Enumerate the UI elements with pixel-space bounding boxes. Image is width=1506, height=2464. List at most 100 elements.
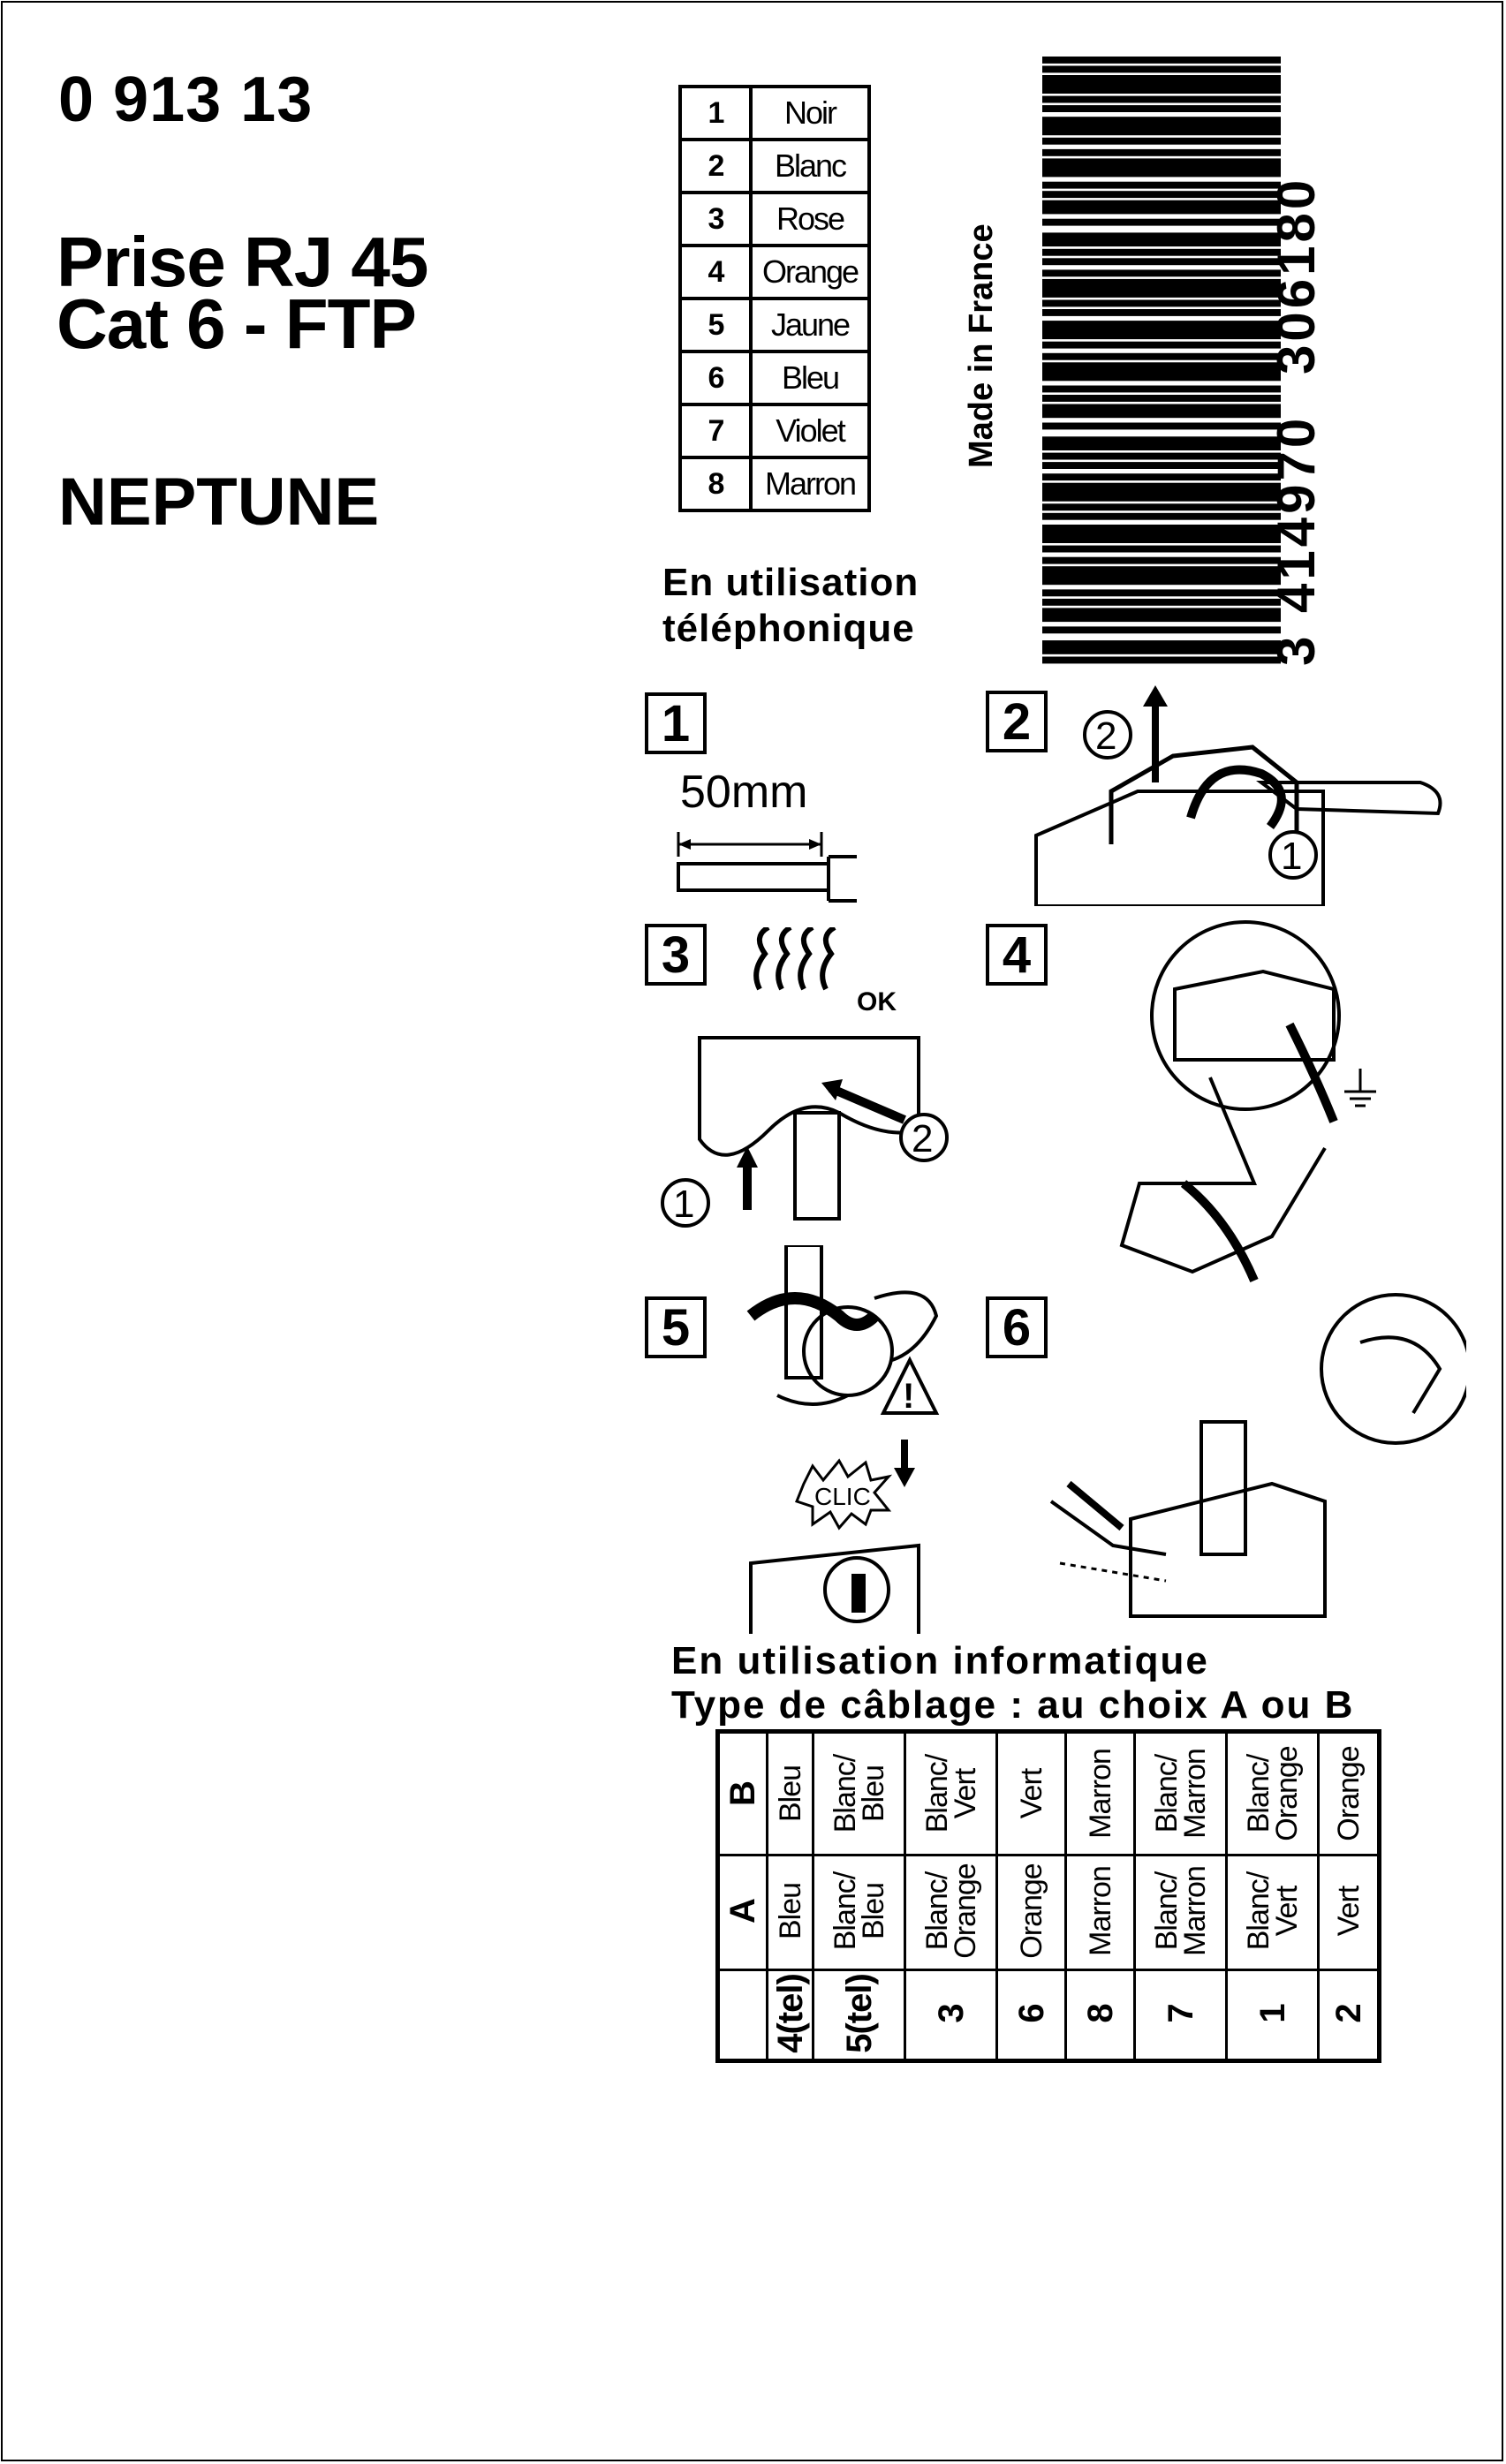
step-4-illustration bbox=[1119, 920, 1376, 1282]
cabling-cell-text: 6 bbox=[1011, 2004, 1051, 2023]
barcode-bar bbox=[1042, 248, 1281, 256]
cabling-cell: 4(tel) bbox=[766, 1969, 812, 2059]
barcode-bar bbox=[1042, 462, 1281, 469]
cabling-cell: Blanc/Marron bbox=[1133, 1854, 1225, 1969]
cabling-header-label: B bbox=[723, 1781, 762, 1806]
barcode-bar bbox=[1042, 512, 1281, 520]
phone-pin: 8 bbox=[678, 456, 753, 512]
cabling-cell-text: Blanc/Orange bbox=[1241, 1746, 1304, 1841]
cabling-cell-text: Blanc/Vert bbox=[919, 1754, 982, 1833]
cabling-cell-text: Bleu bbox=[773, 1882, 807, 1940]
clic-label: CLIC bbox=[814, 1483, 871, 1510]
barcode-bar bbox=[1042, 589, 1281, 597]
phone-color: Violet bbox=[749, 403, 871, 459]
info-caption-line-2: Type de câblage : au choix A ou B bbox=[671, 1683, 1355, 1727]
barcode-bar bbox=[1042, 65, 1281, 73]
barcode-bar bbox=[1042, 436, 1281, 450]
cabling-cell-text: Blanc/Bleu bbox=[828, 1871, 890, 1951]
cabling-cell: 8 bbox=[1064, 1969, 1133, 2059]
barcode-bar bbox=[1042, 598, 1281, 606]
step-6-number: 6 bbox=[986, 1296, 1048, 1358]
cabling-header-label: A bbox=[723, 1899, 762, 1924]
barcode-bar bbox=[1042, 626, 1281, 634]
phone-color: Bleu bbox=[749, 350, 871, 406]
barcode-bar bbox=[1042, 181, 1281, 189]
cabling-cell: Blanc/Vert bbox=[904, 1734, 995, 1854]
ok-label: OK bbox=[857, 987, 897, 1017]
cabling-cell-text: 1 bbox=[1252, 2004, 1292, 2023]
warning-icon: ! bbox=[903, 1377, 914, 1416]
phone-pin: 1 bbox=[678, 85, 753, 141]
product-title: Prise RJ 45 Cat 6 - FTP bbox=[57, 227, 428, 359]
barcode-bar bbox=[1042, 105, 1281, 112]
cabling-cell-text: Blanc/Marron bbox=[1149, 1866, 1212, 1956]
barcode-bar bbox=[1042, 269, 1281, 277]
barcode-bar bbox=[1042, 117, 1281, 136]
cabling-cell: Marron bbox=[1064, 1734, 1133, 1854]
cabling-row-header: A bbox=[720, 1854, 766, 1969]
cabling-row-header bbox=[720, 1969, 766, 2059]
barcode-bar bbox=[1042, 525, 1281, 543]
cabling-cell-text: 4(tel) bbox=[770, 1974, 810, 2053]
cabling-cell-text: Blanc/Marron bbox=[1149, 1749, 1212, 1839]
phone-color: Rose bbox=[749, 191, 871, 247]
cabling-cell: 3 bbox=[904, 1969, 995, 2059]
barcode-group-2: 306180 bbox=[1267, 177, 1325, 374]
barcode-first-digit: 3 bbox=[1267, 637, 1325, 666]
cabling-cell: Vert bbox=[1317, 1854, 1377, 1969]
cabling-cell-text: 8 bbox=[1080, 2004, 1120, 2023]
barcode-bar bbox=[1042, 452, 1281, 460]
phone-color: Marron bbox=[749, 456, 871, 512]
barcode-bar bbox=[1042, 95, 1281, 103]
cabling-cell-text: Bleu bbox=[773, 1765, 807, 1823]
cabling-cell-text: 3 bbox=[931, 2004, 971, 2023]
barcode-bar bbox=[1042, 309, 1281, 316]
barcode-bar bbox=[1042, 232, 1281, 247]
cabling-cell: Orange bbox=[1317, 1734, 1377, 1854]
barcode-bar bbox=[1042, 545, 1281, 553]
cabling-cell-text: Blanc/Bleu bbox=[828, 1754, 890, 1833]
cabling-cell: Blanc/Bleu bbox=[812, 1734, 904, 1854]
step-5-number: 5 bbox=[645, 1296, 707, 1358]
step-2-number: 2 bbox=[986, 691, 1048, 752]
barcode-bar bbox=[1042, 137, 1281, 145]
step-2-circle-1: 1 bbox=[1281, 835, 1302, 878]
cabling-cell-text: 7 bbox=[1161, 2004, 1200, 2023]
cabling-cell: 6 bbox=[995, 1969, 1064, 2059]
cabling-cell: Blanc/Vert bbox=[1225, 1854, 1317, 1969]
product-reference: 0 913 13 bbox=[58, 64, 314, 135]
phone-pin: 5 bbox=[678, 297, 753, 353]
step-3-illustration: OK 2 1 bbox=[661, 927, 949, 1228]
cabling-cell: 5(tel) bbox=[812, 1969, 904, 2059]
barcode-bar bbox=[1042, 422, 1281, 430]
barcode-bar bbox=[1042, 258, 1281, 266]
barcode-bar bbox=[1042, 656, 1281, 664]
phone-color: Blanc bbox=[749, 138, 871, 194]
cabling-cell-text: 5(tel) bbox=[839, 1974, 879, 2053]
phone-caption-line-1: En utilisation bbox=[662, 561, 919, 604]
step-2-illustration: 2 1 bbox=[1034, 685, 1442, 906]
cabling-cell: Vert bbox=[995, 1734, 1064, 1854]
barcode-bar bbox=[1042, 158, 1281, 178]
phone-caption-line-2: téléphonique bbox=[662, 607, 915, 650]
barcode-bar bbox=[1042, 640, 1281, 654]
barcode-bar bbox=[1042, 473, 1281, 481]
barcode-bar bbox=[1042, 191, 1281, 199]
barcode-group-1: 414970 bbox=[1267, 415, 1325, 613]
barcode-bar bbox=[1042, 395, 1281, 402]
barcode-bar bbox=[1042, 148, 1281, 156]
phone-color: Orange bbox=[749, 244, 871, 300]
barcode-bar bbox=[1042, 218, 1281, 226]
step-5-illustration: ! CLIC bbox=[746, 1245, 940, 1634]
cabling-cell: Bleu bbox=[766, 1734, 812, 1854]
cabling-cell: Bleu bbox=[766, 1854, 812, 1969]
cabling-cell-text: Orange bbox=[1331, 1746, 1366, 1841]
